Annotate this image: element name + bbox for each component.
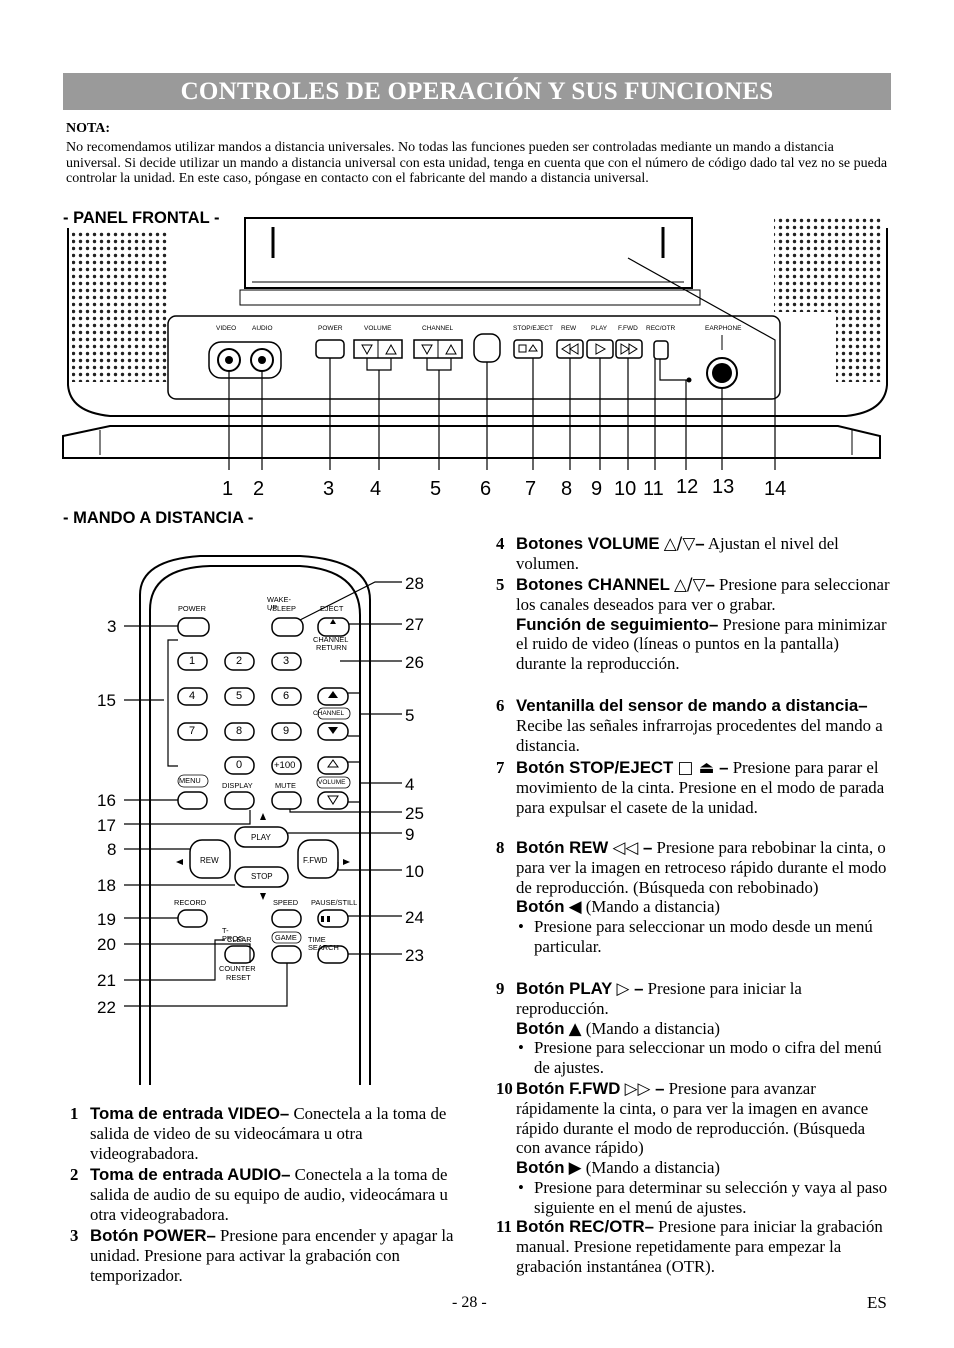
key-3[interactable]: 3	[283, 655, 290, 667]
key-1[interactable]: 1	[189, 655, 196, 667]
label-earphone: EARPHONE	[705, 325, 742, 332]
fp-callout-14: 14	[764, 478, 787, 500]
rc-left-3: 3	[107, 617, 117, 636]
up-down-triangle-icon: △/▽	[674, 574, 706, 594]
key-plus-100[interactable]: +100	[274, 760, 296, 771]
page-title: CONTROLES DE OPERACIÓN Y SUS FUNCIONES	[180, 78, 774, 105]
fp-callout-11: 11	[643, 478, 664, 500]
remote-ffwd-button[interactable]: F.FWD	[303, 856, 328, 865]
key-7[interactable]: 7	[189, 725, 196, 737]
remote-stop-button[interactable]: STOP	[251, 872, 273, 881]
up-arrow-icon: ▲	[568, 1017, 582, 1038]
remote-label-return: RETURN	[316, 643, 347, 652]
rc-right-4: 4	[405, 775, 415, 794]
remote-label-record: RECORD	[174, 898, 207, 907]
fp-callout-1: 1	[222, 478, 234, 500]
remote-label-display: DISPLAY	[222, 781, 253, 790]
label-audio: AUDIO	[252, 325, 273, 332]
remote-diagram	[124, 555, 402, 1085]
rc-right-27: 27	[405, 615, 424, 634]
rc-left-21: 21	[97, 971, 116, 990]
front-panel-diagram	[62, 216, 888, 470]
key-4[interactable]: 4	[189, 690, 196, 702]
label-ffwd: F.FWD	[618, 325, 638, 332]
fast-forward-icon: ▷▷	[624, 1078, 651, 1098]
label-play: PLAY	[591, 325, 608, 332]
label-volume: VOLUME	[364, 325, 392, 332]
rc-left-20: 20	[97, 935, 116, 954]
rc-right-25: 25	[405, 804, 424, 823]
label-power: POWER	[318, 325, 343, 332]
left-arrow-icon: ◀	[568, 896, 582, 917]
remote-label-time-search: TIME SEARCH	[308, 935, 339, 952]
remote-play-button[interactable]: PLAY	[251, 833, 271, 842]
fp-callout-2: 2	[253, 478, 265, 500]
right-arrow-icon: ▶	[568, 1157, 582, 1178]
up-down-triangle-icon: △/▽	[663, 533, 696, 553]
rc-left-17: 17	[97, 816, 116, 835]
rc-left-15: 15	[97, 691, 116, 710]
rc-right-26: 26	[405, 653, 424, 672]
remote-label-eject: EJECT	[320, 604, 344, 613]
fp-callout-10: 10	[614, 478, 637, 500]
rc-right-24: 24	[405, 908, 424, 927]
page-number: - 28 -	[452, 1294, 487, 1311]
label-stop-eject: STOP/EJECT	[513, 325, 553, 332]
label-rew: REW	[561, 325, 577, 332]
rewind-icon: ◁◁	[612, 837, 639, 857]
remote-label-vol-badge: VOLUME	[318, 779, 346, 786]
remote-label-counter: COUNTER	[219, 964, 256, 973]
remote-label-wake-up: WAKE-UP	[267, 595, 291, 612]
fp-callout-4: 4	[370, 478, 382, 500]
rc-left-8: 8	[107, 840, 117, 859]
remote-label-ch-badge: CHANNEL	[313, 710, 345, 717]
rc-left-22: 22	[97, 998, 116, 1017]
remote-label-sleep: /SLEEP	[270, 604, 296, 613]
key-6[interactable]: 6	[283, 690, 290, 702]
rc-right-28: 28	[405, 574, 424, 593]
note-label: NOTA:	[66, 121, 111, 136]
key-5[interactable]: 5	[236, 690, 243, 702]
remote-rew-button[interactable]: REW	[200, 856, 219, 865]
rc-right-23: 23	[405, 946, 424, 965]
language-code: ES	[867, 1293, 887, 1312]
key-0[interactable]: 0	[236, 759, 243, 771]
fp-callout-6: 6	[480, 478, 492, 500]
rc-right-5: 5	[405, 706, 415, 725]
fp-callout-7: 7	[525, 478, 537, 500]
remote-label-speed: SPEED	[273, 898, 299, 907]
remote-label-power: POWER	[178, 604, 206, 613]
remote-label-menu: MENU	[179, 776, 201, 785]
title-bar: CONTROLES DE OPERACIÓN Y SUS FUNCIONES	[63, 73, 891, 110]
play-icon: ▷	[616, 978, 630, 998]
label-video: VIDEO	[216, 325, 237, 332]
remote-label-reset: RESET	[226, 973, 251, 982]
rc-right-10: 10	[405, 862, 424, 881]
remote-label-channel: CHANNEL	[313, 635, 349, 644]
rc-right-9: 9	[405, 825, 415, 844]
label-channel: CHANNEL	[422, 325, 454, 332]
remote-label-pause-still: PAUSE/STILL	[311, 898, 358, 907]
key-2[interactable]: 2	[236, 655, 243, 667]
remote-label-tprog: T-PROG.	[222, 926, 246, 943]
fp-callout-3: 3	[323, 478, 335, 500]
fp-callout-8: 8	[561, 478, 573, 500]
remote-heading: - MANDO A DISTANCIA -	[63, 509, 254, 527]
front-panel-heading: - PANEL FRONTAL -	[63, 209, 220, 227]
fp-callout-9: 9	[591, 478, 603, 500]
remote-label-game: GAME	[275, 933, 297, 942]
label-rec-otr: REC/OTR	[646, 325, 676, 332]
remote-label-clear: CLEAR	[227, 935, 252, 944]
remote-label-mute: MUTE	[275, 781, 296, 790]
stop-eject-icon: □ ⏏	[677, 757, 715, 777]
rc-left-16: 16	[97, 791, 116, 810]
rc-left-18: 18	[97, 876, 116, 895]
fp-callout-13: 13	[712, 476, 735, 498]
key-8[interactable]: 8	[236, 725, 243, 737]
key-9[interactable]: 9	[283, 725, 290, 737]
fp-callout-12: 12	[676, 476, 699, 498]
fp-callout-5: 5	[430, 478, 442, 500]
rc-left-19: 19	[97, 910, 116, 929]
note-text: No recomendamos utilizar mandos a distan…	[66, 140, 888, 187]
